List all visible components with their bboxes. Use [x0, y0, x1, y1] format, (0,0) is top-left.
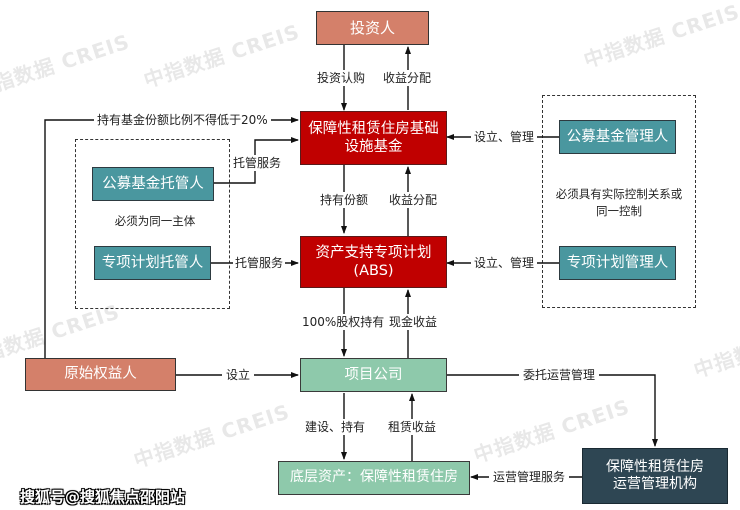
node-reit-fund: 保障性租赁住房基础 设施基金 — [300, 111, 447, 165]
source-watermark: 搜狐号@搜狐焦点邵阳站 — [20, 488, 186, 506]
manager-group — [542, 95, 696, 308]
label-custody-service-1: 托管服务 — [233, 155, 282, 171]
label-entrust-operation: 委托运营管理 — [519, 367, 600, 383]
label-hold-share: 持有份额 — [320, 192, 369, 208]
node-public-fund-custodian: 公募基金托管人 — [92, 167, 214, 201]
label-setup-manage-2: 设立、管理 — [471, 255, 538, 271]
node-operator: 保障性租赁住房 运营管理机构 — [582, 448, 728, 504]
label-investor-subscribe: 投资认购 — [317, 70, 366, 86]
label-custody-service-2: 托管服务 — [233, 255, 286, 271]
label-operation-service: 运营管理服务 — [489, 469, 570, 485]
label-build-hold: 建设、持有 — [305, 419, 366, 435]
label-rent-income: 租赁收益 — [388, 419, 437, 435]
label-abs-distribution: 收益分配 — [389, 192, 438, 208]
label-fund-distribution: 收益分配 — [383, 70, 432, 86]
custodian-group — [75, 139, 230, 309]
node-public-fund-manager: 公募基金管理人 — [559, 120, 676, 154]
arrow-project-to-operator — [447, 374, 658, 447]
node-original-owner: 原始权益人 — [25, 358, 176, 391]
label-hold-ratio: 持有基金份额比例不得低于20% — [94, 112, 271, 128]
node-abs-plan: 资产支持专项计划 (ABS) — [300, 236, 447, 288]
node-underlying-asset: 底层资产：保障性租赁住房 — [278, 461, 470, 495]
label-cash-income: 现金收益 — [389, 314, 438, 330]
label-equity-100: 100%股权持有 — [302, 314, 385, 330]
node-project-company: 项目公司 — [300, 358, 447, 392]
label-setup: 设立 — [222, 367, 255, 383]
note-control-relation: 必须具有实际控制关系或 同一控制 — [555, 187, 683, 218]
node-investor: 投资人 — [316, 11, 429, 45]
node-abs-custodian: 专项计划托管人 — [94, 246, 211, 280]
label-setup-manage-1: 设立、管理 — [471, 129, 538, 145]
node-abs-manager: 专项计划管理人 — [559, 246, 676, 280]
note-same-entity: 必须为同一主体 — [114, 214, 196, 228]
